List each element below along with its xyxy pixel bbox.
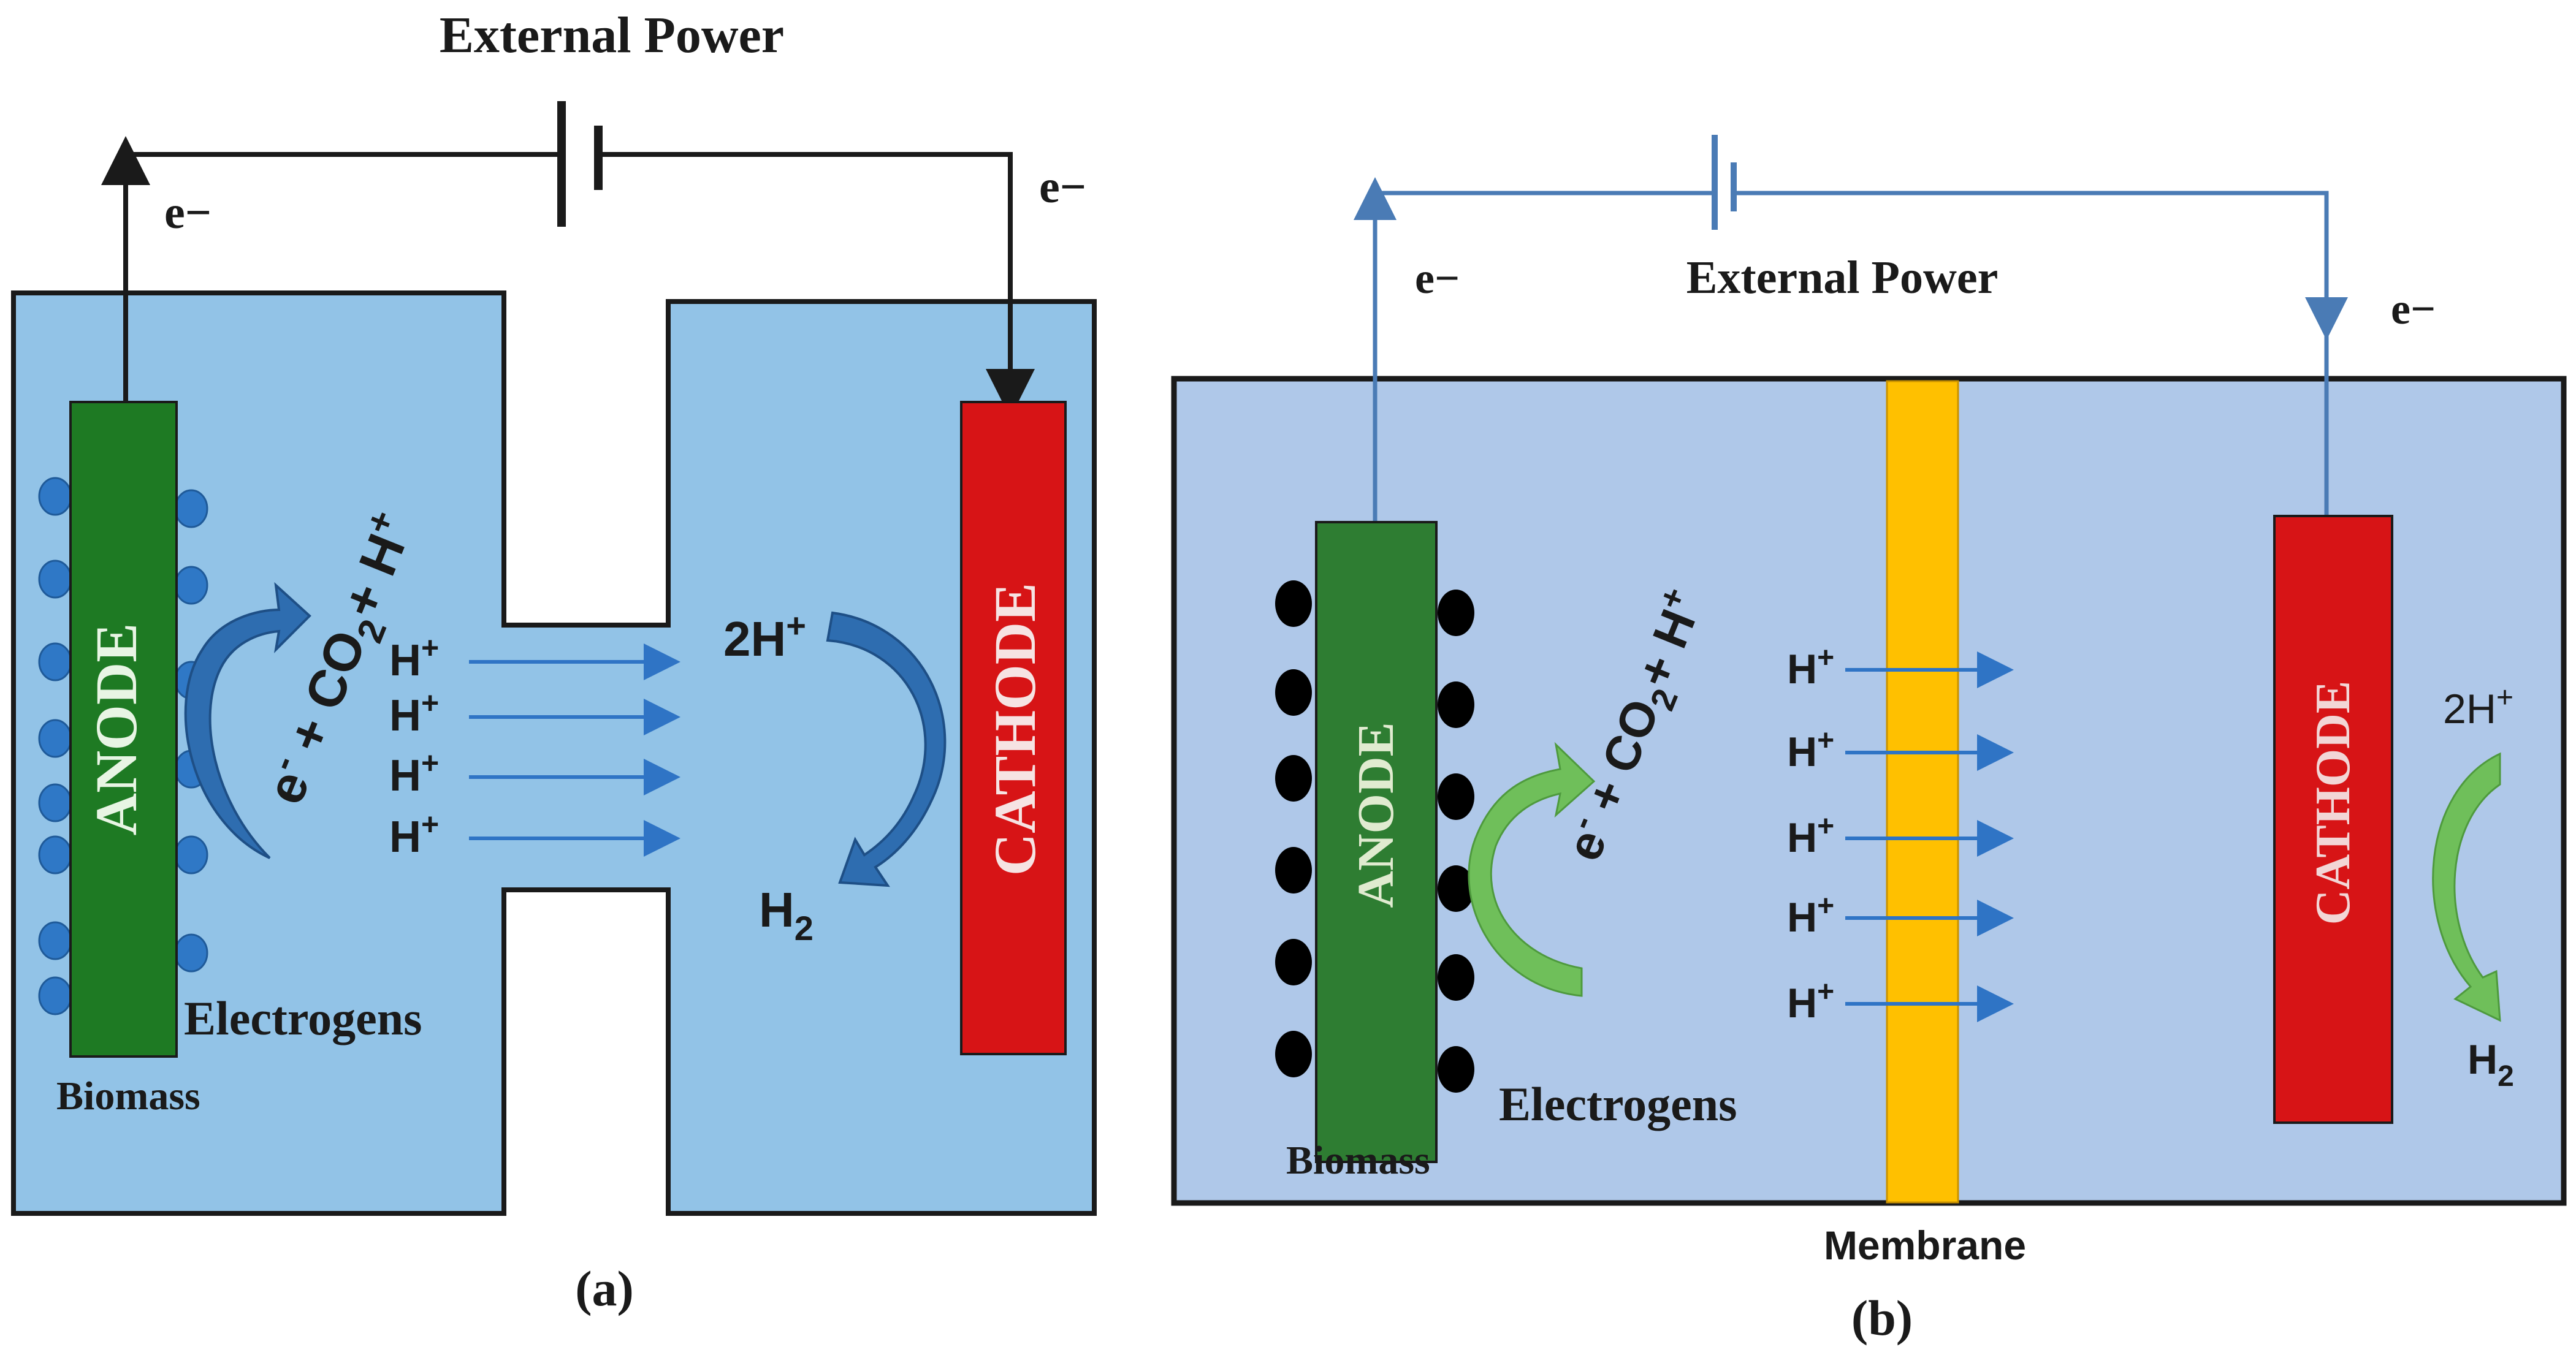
h2-text: H [2467, 1036, 2498, 1083]
proton-label: H+ [1787, 810, 1834, 861]
biomass-dot [1438, 590, 1474, 636]
h2-text: H [759, 882, 795, 937]
biomass-dot [1438, 865, 1474, 912]
biomass-dot [174, 489, 208, 528]
electron-label-right: e− [1039, 161, 1086, 213]
two-h-text: 2H [2443, 686, 2496, 732]
two-h-sup: + [2496, 681, 2513, 714]
proton-h: H [389, 813, 421, 862]
external-power-label: External Power [1686, 252, 1999, 303]
biomass-dot [174, 566, 208, 605]
biomass-label: Biomass [1286, 1138, 1430, 1183]
proton-label: H+ [389, 686, 439, 740]
proton-sup: + [1817, 890, 1834, 922]
cathode-electrode [2273, 515, 2393, 1124]
reduction-curve-arrow [826, 611, 947, 887]
anode-label: ANODE [83, 623, 149, 836]
h2-sub: 2 [2498, 1060, 2514, 1093]
biomass-dot [38, 719, 72, 758]
proton-h: H [1787, 894, 1817, 941]
reduction-curve-arrow [2432, 752, 2501, 1022]
proton-arrows: H+H+H+H+ [389, 631, 680, 862]
membrane [1886, 380, 1959, 1204]
anode-electrode [69, 401, 178, 1058]
electrogens-label: Electrogens [1499, 1077, 1737, 1131]
proton-h: H [1787, 980, 1817, 1026]
proton-h: H [1787, 729, 1817, 775]
proton-sup: + [421, 807, 439, 841]
biomass-dot [1275, 755, 1312, 802]
proton-label: H+ [1787, 642, 1834, 692]
electron-label-right: e− [2391, 284, 2436, 333]
h-cell-vessel [11, 290, 1097, 1216]
electron-label-left: e− [164, 187, 211, 238]
proton-h: H [1787, 814, 1817, 861]
biomass-dot [1438, 681, 1474, 728]
biomass-dot [174, 835, 208, 875]
h2-sub: 2 [795, 909, 814, 947]
two-h-plus: 2H+ [2443, 681, 2513, 732]
electrogens-label: Electrogens [184, 992, 422, 1045]
biomass-dot [38, 976, 72, 1015]
wire-right [1736, 191, 2329, 516]
caption-b: (b) [1851, 1290, 1913, 1346]
panel-a: External Power e− e− ANODE CATHODE e- + … [11, 7, 1097, 1316]
h2-product: H2 [759, 882, 814, 947]
wire-right [601, 152, 1013, 392]
cathode-label: CATHODE [2306, 681, 2360, 925]
two-h-plus: 2H+ [723, 606, 806, 666]
two-h-sup: + [786, 606, 806, 645]
biomass-dot [1275, 939, 1312, 985]
electron-label-left: e− [1415, 254, 1460, 303]
proton-sup: + [1817, 976, 1834, 1008]
proton-label: H+ [389, 746, 439, 800]
anode-label: ANODE [1347, 722, 1404, 908]
biomass-dot [1438, 1046, 1474, 1093]
h2-product: H2 [2467, 1036, 2514, 1093]
proton-sup: + [421, 686, 439, 720]
proton-label: H+ [1787, 724, 1834, 775]
biomass-dot [1275, 847, 1312, 894]
proton-label: H+ [1787, 976, 1834, 1026]
biomass-dot [1275, 1031, 1312, 1077]
biomass-dot [1438, 954, 1474, 1001]
biomass-dot [38, 835, 72, 875]
proton-h: H [389, 691, 421, 740]
membrane-label: Membrane [1824, 1223, 2026, 1268]
proton-arrows: H+H+H+H+H+ [1787, 642, 2014, 1026]
cathode-label: CATHODE [982, 583, 1048, 876]
two-h-text: 2H [723, 612, 786, 666]
anode-electrode [1315, 521, 1438, 1163]
biomass-dot [38, 560, 72, 599]
proton-h: H [389, 751, 421, 800]
proton-sup: + [421, 746, 439, 780]
biomass-label: Biomass [56, 1074, 200, 1118]
proton-h: H [1787, 646, 1817, 692]
biomass-dot [1275, 580, 1312, 627]
oxidation-curve-arrow [1468, 742, 1596, 997]
proton-sup: + [1817, 724, 1834, 757]
oxidation-curve-arrow [184, 582, 311, 859]
biomass-dot [1275, 669, 1312, 716]
proton-label: H+ [389, 807, 439, 862]
proton-label: H+ [389, 631, 439, 685]
biomass-dot [1438, 773, 1474, 820]
biomass-dot [38, 477, 72, 516]
proton-sup: + [1817, 642, 1834, 674]
biomass-dot [38, 642, 72, 681]
biomass-dot [38, 921, 72, 960]
external-power-label: External Power [440, 7, 784, 64]
biomass-dots [1275, 580, 1474, 1093]
biomass-dot [174, 933, 208, 973]
biomass-dot [38, 783, 72, 822]
panel-b: External Power e− e− Membrane ANODE CATH… [1171, 135, 2567, 1346]
proton-sup: + [421, 631, 439, 665]
caption-a: (a) [575, 1261, 634, 1316]
proton-label: H+ [1787, 890, 1834, 941]
proton-sup: + [1817, 810, 1834, 843]
cathode-electrode [960, 401, 1067, 1055]
proton-h: H [389, 636, 421, 685]
